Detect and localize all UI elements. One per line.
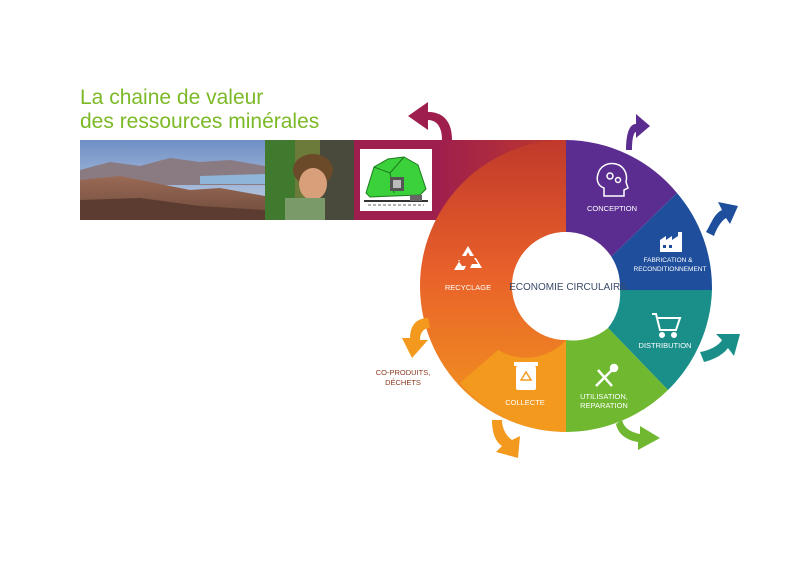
segment-utilisation xyxy=(566,328,668,432)
factory-icon xyxy=(660,232,682,252)
head-gears-icon xyxy=(596,162,629,197)
arrow-coproduits xyxy=(402,318,430,358)
label-conception: CONCEPTION xyxy=(587,204,637,213)
label-recyclage: RECYCLAGE xyxy=(445,283,491,292)
segment-conception xyxy=(566,140,677,258)
label-collecte: COLLECTE xyxy=(505,398,545,407)
recycle-bin-icon xyxy=(514,362,538,390)
label-collecte-line-1: COLLECTE xyxy=(505,398,545,407)
label-utilisation: UTILISATION, REPARATION xyxy=(580,392,628,410)
label-conception-line-1: CONCEPTION xyxy=(587,204,637,213)
segment-collecte xyxy=(460,340,566,432)
landscape-photo xyxy=(80,140,265,220)
arrow-utilisation xyxy=(616,420,660,450)
diagram-title: La chaine de valeur des ressources minér… xyxy=(80,86,319,134)
arrow-collecte xyxy=(492,420,520,458)
label-utilisation-line-1: UTILISATION, xyxy=(580,392,628,401)
segment-distribution xyxy=(608,290,712,390)
label-distribution: DISTRIBUTION xyxy=(639,341,692,350)
notch-distribution xyxy=(661,290,682,305)
center-circle xyxy=(512,232,620,340)
recycle-icon xyxy=(454,246,482,270)
mine-illustration xyxy=(360,149,432,211)
tools-icon xyxy=(595,363,619,387)
label-utilisation-line-2: REPARATION xyxy=(580,401,628,410)
arrow-extraction xyxy=(408,102,452,140)
coproduits-label: CO-PRODUITS, DÉCHETS xyxy=(376,368,431,387)
center-label: ECONOMIE CIRCULAIRE xyxy=(509,282,627,293)
coproduits-label-line-1: CO-PRODUITS, xyxy=(376,368,431,377)
label-recyclage-line-1: RECYCLAGE xyxy=(445,283,491,292)
notch-collecte xyxy=(552,358,566,382)
label-fabrication-line-1: FABRICATION & xyxy=(644,257,694,264)
arrow-distribution xyxy=(700,334,740,362)
geologist-photo xyxy=(265,140,354,220)
arrow-fabrication xyxy=(706,202,738,236)
arrow-conception xyxy=(626,114,650,150)
label-fabrication-line-2: RECONDITIONNEMENT xyxy=(634,266,707,273)
shopping-cart-icon xyxy=(652,313,682,338)
title-line-2: des ressources minérales xyxy=(80,110,320,133)
title-line-1: La chaine de valeur xyxy=(80,86,264,109)
label-distribution-line-1: DISTRIBUTION xyxy=(639,341,692,350)
mine-illustration-frame xyxy=(354,140,438,220)
notch-fabrication xyxy=(622,236,645,257)
label-fabrication: FABRICATION & RECONDITIONNEMENT xyxy=(634,257,707,273)
notch-conception xyxy=(566,173,580,197)
coproduits-label-line-2: DÉCHETS xyxy=(385,378,421,387)
